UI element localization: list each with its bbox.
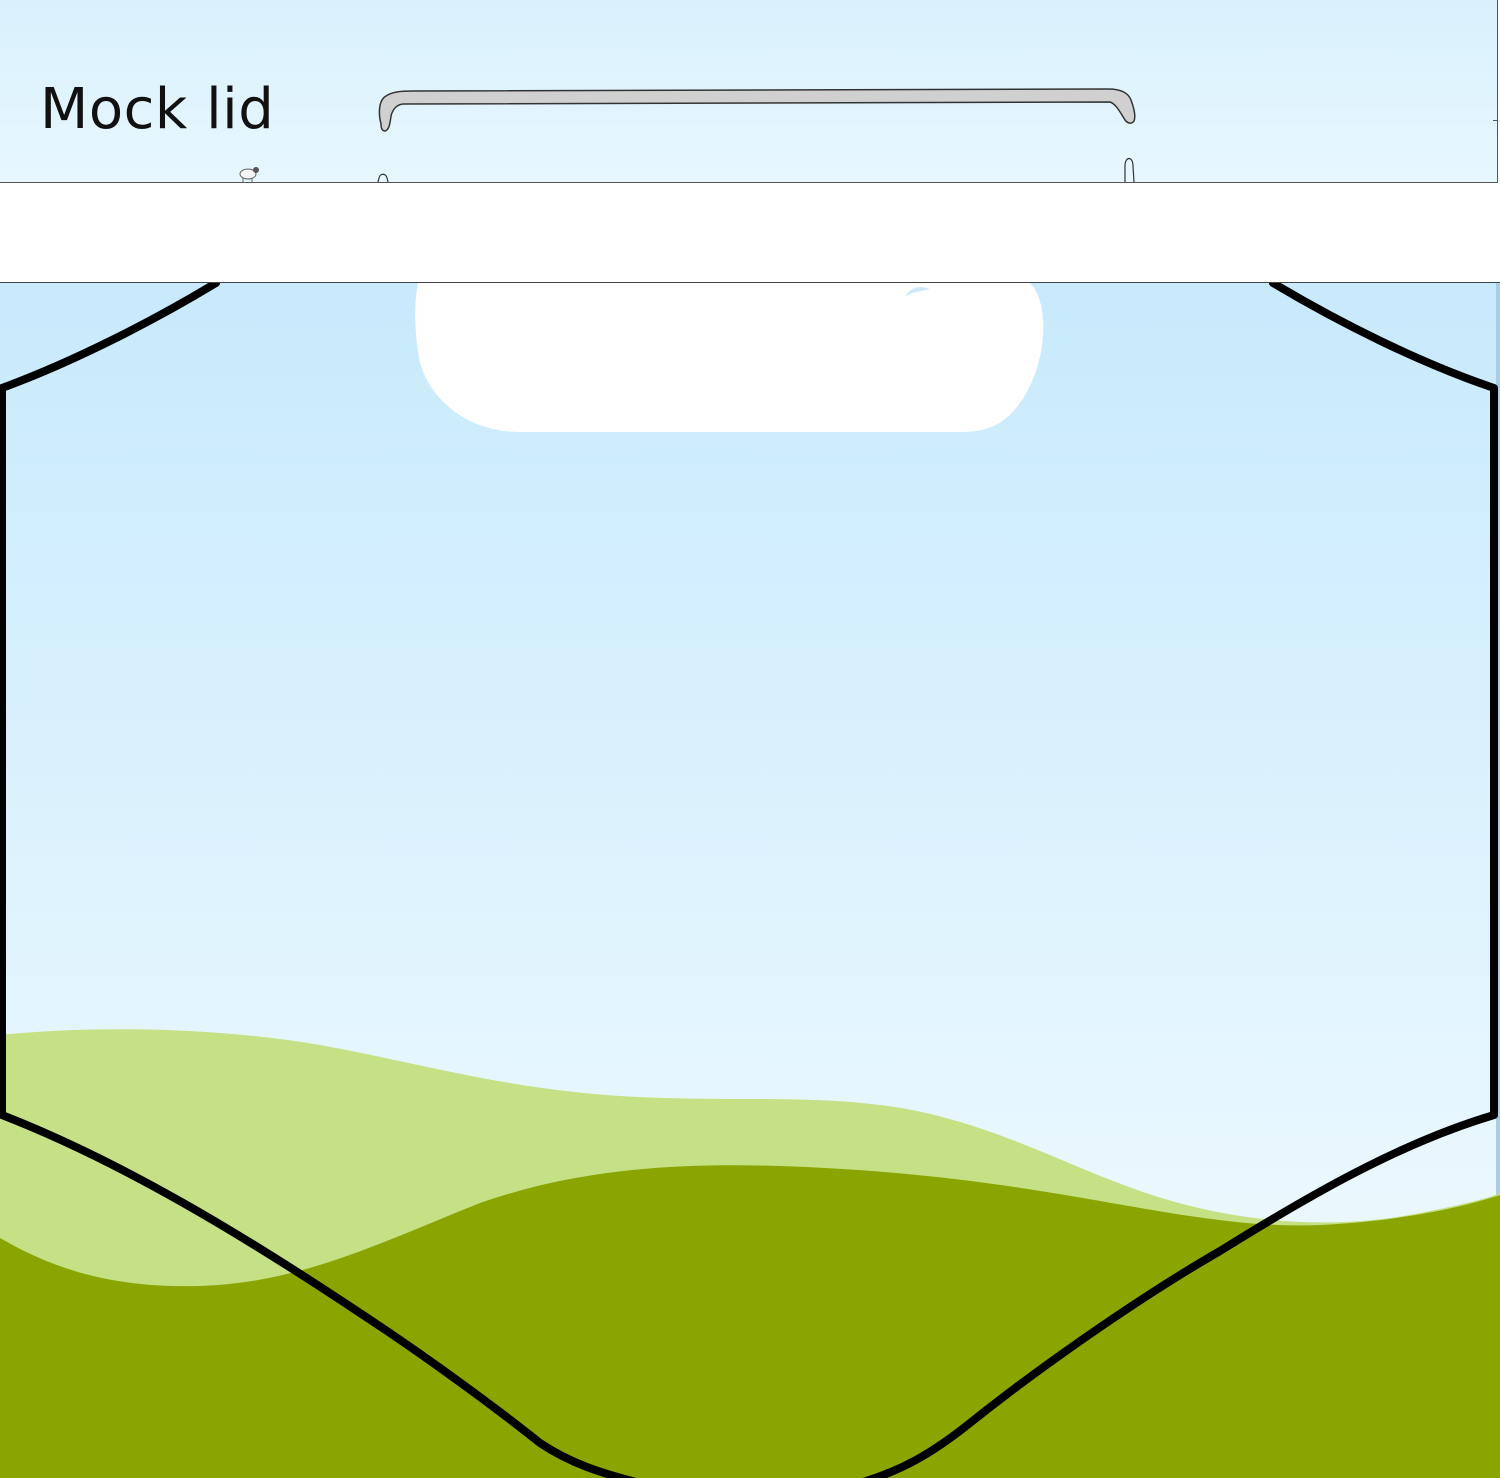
mock-lid-drawing [239,88,1136,182]
separator-band [0,183,1500,283]
lid-shape[interactable] [378,88,1136,132]
left-latch [377,173,389,182]
cloud-shape[interactable] [415,283,1044,432]
frame-outline [0,283,1498,1478]
cloud-notch [905,287,930,297]
dark-hill [0,1165,1500,1478]
edge-mark [1493,120,1497,121]
scene-canvas [0,283,1500,1478]
mock-lid-panel: Mock lid [0,0,1498,183]
sheep-icon [239,167,259,182]
panel-title: Mock lid [40,77,275,142]
right-latch [1124,157,1135,182]
scene-drawing [0,283,1500,1478]
